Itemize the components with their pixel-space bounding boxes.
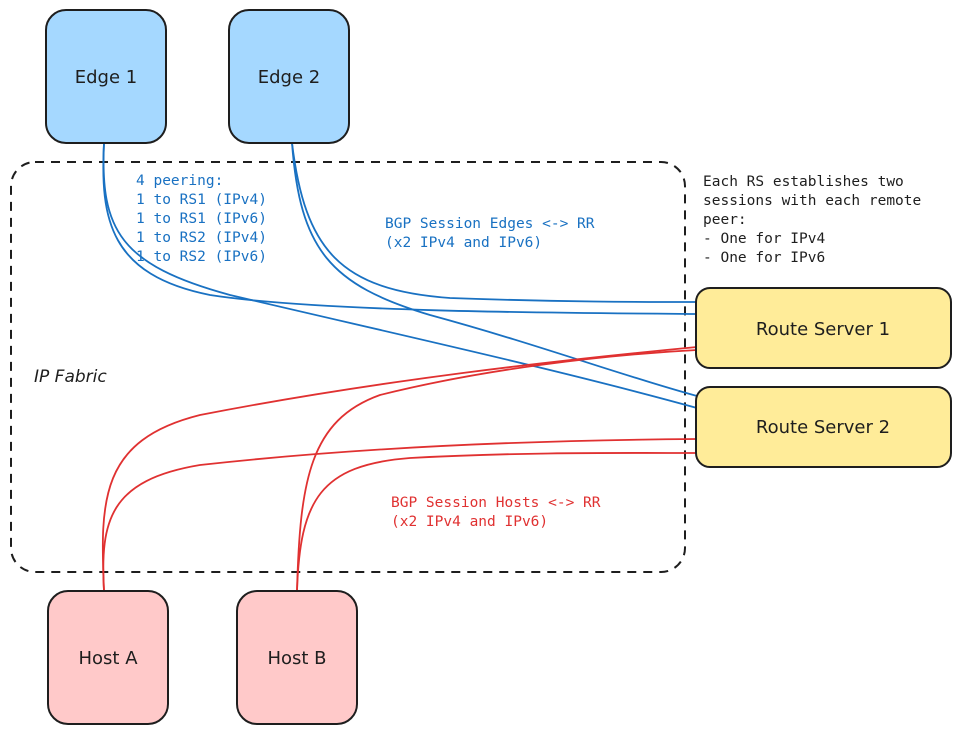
- rs-note: Each RS establishes two sessions with ea…: [703, 174, 921, 266]
- hosts-session-line: BGP Session Hosts <-> RR: [391, 495, 601, 511]
- node-route-server-2-label: Route Server 2: [756, 417, 890, 438]
- peering-note-line: 1 to RS1 (IPv4): [136, 192, 267, 208]
- node-edge-1-label: Edge 1: [75, 67, 137, 88]
- link-hostB-rs2: [296, 452, 698, 592]
- node-edge-2[interactable]: Edge 2: [228, 9, 350, 144]
- peering-note: 4 peering: 1 to RS1 (IPv4) 1 to RS1 (IPv…: [136, 173, 267, 265]
- link-hostA-rs2: [102, 438, 698, 592]
- node-edge-1[interactable]: Edge 1: [45, 9, 167, 144]
- node-host-a[interactable]: Host A: [47, 590, 169, 725]
- peering-note-line: 1 to RS1 (IPv6): [136, 211, 267, 227]
- hosts-session-line: (x2 IPv4 and IPv6): [391, 514, 548, 530]
- link-hostA-rs1: [101, 346, 698, 592]
- node-host-b[interactable]: Host B: [236, 590, 358, 725]
- peering-note-line: 1 to RS2 (IPv6): [136, 249, 267, 265]
- ip-fabric-boundary: [10, 161, 686, 573]
- rs-note-line: sessions with each remote: [703, 193, 921, 209]
- link-edge1-rs2: [102, 142, 698, 409]
- ip-fabric-label: IP Fabric: [34, 367, 107, 387]
- edges-session-line: (x2 IPv4 and IPv6): [385, 235, 542, 251]
- node-route-server-2[interactable]: Route Server 2: [695, 386, 952, 468]
- link-hostB-rs1: [296, 349, 698, 592]
- edges-session-note: BGP Session Edges <-> RR (x2 IPv4 and IP…: [385, 216, 595, 251]
- link-edge2-rs1: [291, 142, 698, 303]
- link-edge2-rs2: [291, 142, 698, 397]
- node-host-a-label: Host A: [78, 648, 138, 669]
- host-links: [101, 346, 698, 592]
- rs-note-line: Each RS establishes two: [703, 174, 904, 190]
- rs-note-line: peer:: [703, 212, 747, 228]
- node-route-server-1-label: Route Server 1: [756, 319, 890, 340]
- hosts-session-note: BGP Session Hosts <-> RR (x2 IPv4 and IP…: [391, 495, 601, 530]
- edges-session-line: BGP Session Edges <-> RR: [385, 216, 595, 232]
- peering-note-line: 4 peering:: [136, 173, 223, 189]
- edge-links: [102, 142, 698, 409]
- node-route-server-1[interactable]: Route Server 1: [695, 287, 952, 369]
- node-host-b-label: Host B: [267, 648, 326, 669]
- peering-note-line: 1 to RS2 (IPv4): [136, 230, 267, 246]
- rs-note-line: - One for IPv6: [703, 250, 825, 266]
- rs-note-line: - One for IPv4: [703, 231, 825, 247]
- node-edge-2-label: Edge 2: [258, 67, 320, 88]
